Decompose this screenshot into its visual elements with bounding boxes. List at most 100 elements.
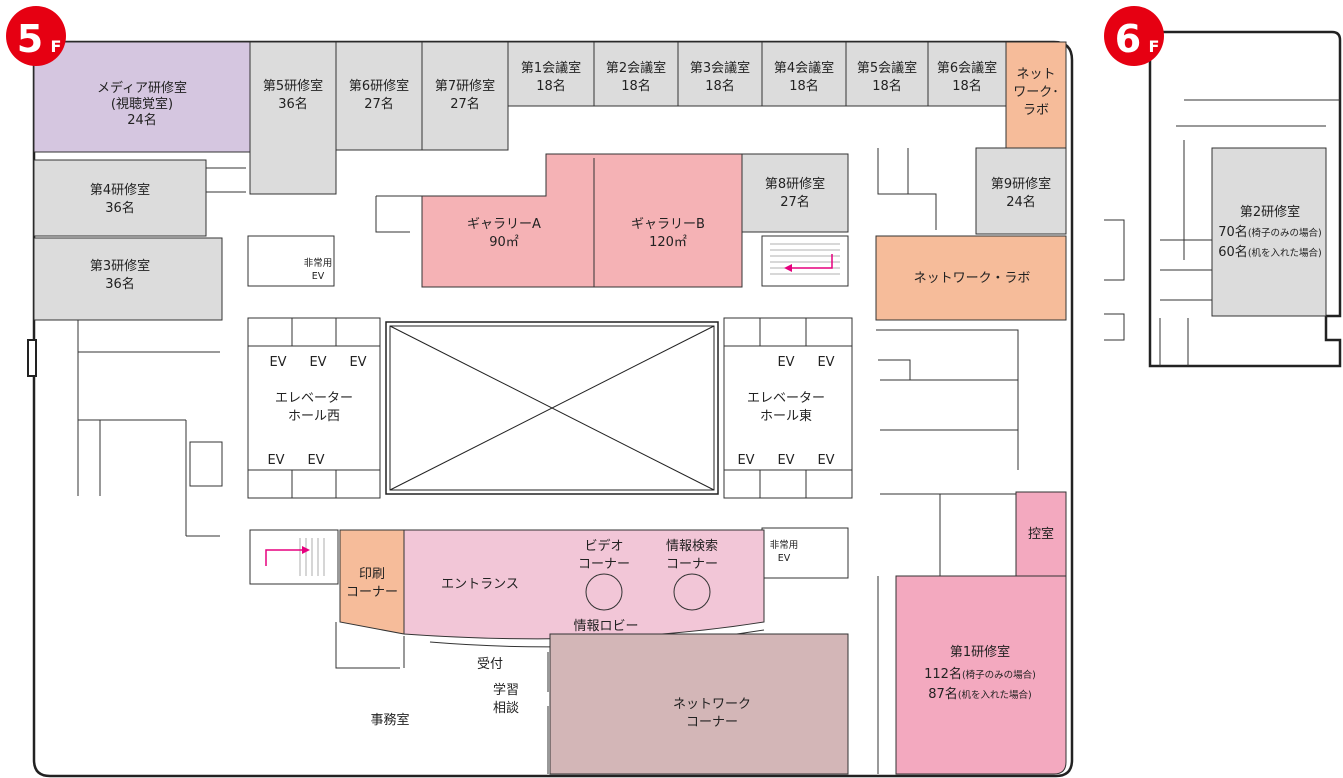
south-walls [335, 622, 549, 774]
galleryB-size: 120㎡ [649, 235, 687, 250]
media-cap: 24名 [127, 112, 157, 128]
floor6-walls [1104, 99, 1340, 366]
stair-sw-steps [299, 538, 325, 576]
room-7[interactable] [421, 41, 509, 151]
stair-ne-arrowhead [784, 264, 792, 272]
room-6[interactable] [335, 41, 423, 151]
floor6-badge [1104, 6, 1164, 66]
print-l1: 印刷 [359, 567, 385, 582]
ev-hall-west-l1: エレベーター [275, 391, 353, 406]
meeting4-name: 第4会議室 [774, 60, 834, 76]
ev-e1: EV [777, 355, 794, 370]
ev-hall-east-lines [724, 318, 852, 498]
ev-e4: EV [777, 453, 794, 468]
atrium-cross-2 [389, 325, 715, 491]
room-3[interactable] [33, 237, 223, 321]
ev-hall-east-l2: ホール東 [760, 408, 812, 424]
office-name: 事務室 [370, 712, 409, 728]
room7-cap: 27名 [450, 96, 480, 112]
stair-ne [761, 235, 849, 287]
net-corner-l2: コーナー [686, 715, 738, 730]
floor6-badge-unit: F [1149, 37, 1160, 56]
room-1[interactable] [895, 575, 1067, 775]
netlab-small-l1: ネット [1016, 67, 1055, 82]
room9-name: 第9研修室 [991, 176, 1051, 192]
room9-cap: 24名 [1006, 194, 1036, 210]
emergency-ev-west-l2: EV [312, 271, 325, 282]
room6f2-name: 第2研修室 [1240, 204, 1300, 220]
floor5-badge-unit: F [51, 37, 62, 56]
meeting-4[interactable] [761, 41, 847, 107]
room1-cap1-line: 112名(椅子のみの場合) [924, 666, 1036, 682]
ev-w5: EV [307, 453, 324, 468]
info-lobby-name: 情報ロビー [573, 619, 638, 634]
galleryB-name: ギャラリーB [631, 217, 705, 232]
meeting-6[interactable] [927, 41, 1007, 107]
network-corner[interactable] [549, 633, 849, 775]
room7-name: 第7研修室 [435, 78, 495, 94]
ne-small-walls [877, 148, 937, 230]
ev-hall-east-l1: エレベーター [747, 391, 825, 406]
study-l2: 相談 [493, 700, 519, 716]
emergency-ev-east-l2: EV [778, 553, 791, 564]
stair-sw [249, 529, 339, 585]
meeting6-name: 第6会議室 [937, 60, 997, 76]
room4-name: 第4研修室 [90, 182, 150, 198]
room4-corridor-lines [206, 167, 246, 193]
meeting2-cap: 18名 [621, 78, 651, 94]
atrium-inner [389, 325, 715, 491]
ev-w1: EV [269, 355, 286, 370]
floor5-badge [6, 6, 66, 66]
stair-ne-steps [770, 243, 840, 275]
emergency-ev-west [247, 235, 335, 287]
ev-w2: EV [309, 355, 326, 370]
room6f2-cap2-line: 60名(机を入れた場合) [1218, 244, 1321, 260]
video-corner-circle [585, 573, 623, 611]
meeting1-name: 第1会議室 [521, 60, 581, 76]
netlab-small-l2: ワーク･ [1013, 85, 1059, 100]
room4-cap: 36名 [105, 200, 135, 216]
meeting2-name: 第2会議室 [606, 60, 666, 76]
network-lab-small[interactable] [1005, 41, 1067, 149]
room8-name: 第8研修室 [765, 176, 825, 192]
west-small-room [189, 441, 223, 487]
room5-name: 第5研修室 [263, 78, 323, 94]
stair-sw-arrowhead [302, 546, 310, 554]
room3-cap: 36名 [105, 276, 135, 292]
meeting-1[interactable] [507, 41, 595, 107]
print-l2: コーナー [346, 585, 398, 600]
room-6f-2[interactable] [1211, 147, 1327, 317]
video-l1: ビデオ [584, 538, 623, 554]
meeting-2[interactable] [593, 41, 679, 107]
media-name: メディア研修室 [97, 80, 187, 96]
stair-sw-arrow [265, 549, 302, 566]
reception-name: 受付 [477, 657, 503, 672]
entrance-name: エントランス [441, 577, 519, 592]
ev-e5: EV [817, 453, 834, 468]
room-4[interactable] [33, 159, 207, 237]
ev-w3: EV [349, 355, 366, 370]
stair-ne-arrow [790, 254, 833, 269]
ev-hall-west [247, 317, 381, 499]
meeting-5[interactable] [845, 41, 929, 107]
emergency-ev-east [761, 527, 849, 579]
meeting-3[interactable] [677, 41, 763, 107]
galleryA-name: ギャラリーA [467, 217, 541, 232]
meeting3-cap: 18名 [705, 78, 735, 94]
floor5-badge-num: 5 [17, 17, 43, 61]
study-l1: 学習 [493, 682, 519, 698]
emergency-ev-west-l1: 非常用 [304, 257, 333, 269]
room1-note1: (椅子のみの場合) [962, 669, 1036, 681]
network-lab[interactable] [875, 235, 1067, 321]
room6-name: 第6研修室 [349, 78, 409, 94]
room1-cap2: 87名 [928, 686, 958, 702]
galleryA-size: 90㎡ [489, 235, 519, 250]
room-media[interactable] [33, 41, 251, 153]
meeting5-name: 第5会議室 [857, 60, 917, 76]
floor6-badge-num: 6 [1115, 17, 1141, 61]
room-8[interactable] [741, 153, 849, 233]
room-9[interactable] [975, 147, 1067, 235]
room6f2-note1: (椅子のみの場合) [1248, 227, 1322, 239]
print-corner[interactable] [339, 529, 405, 635]
room-5[interactable] [249, 41, 337, 195]
